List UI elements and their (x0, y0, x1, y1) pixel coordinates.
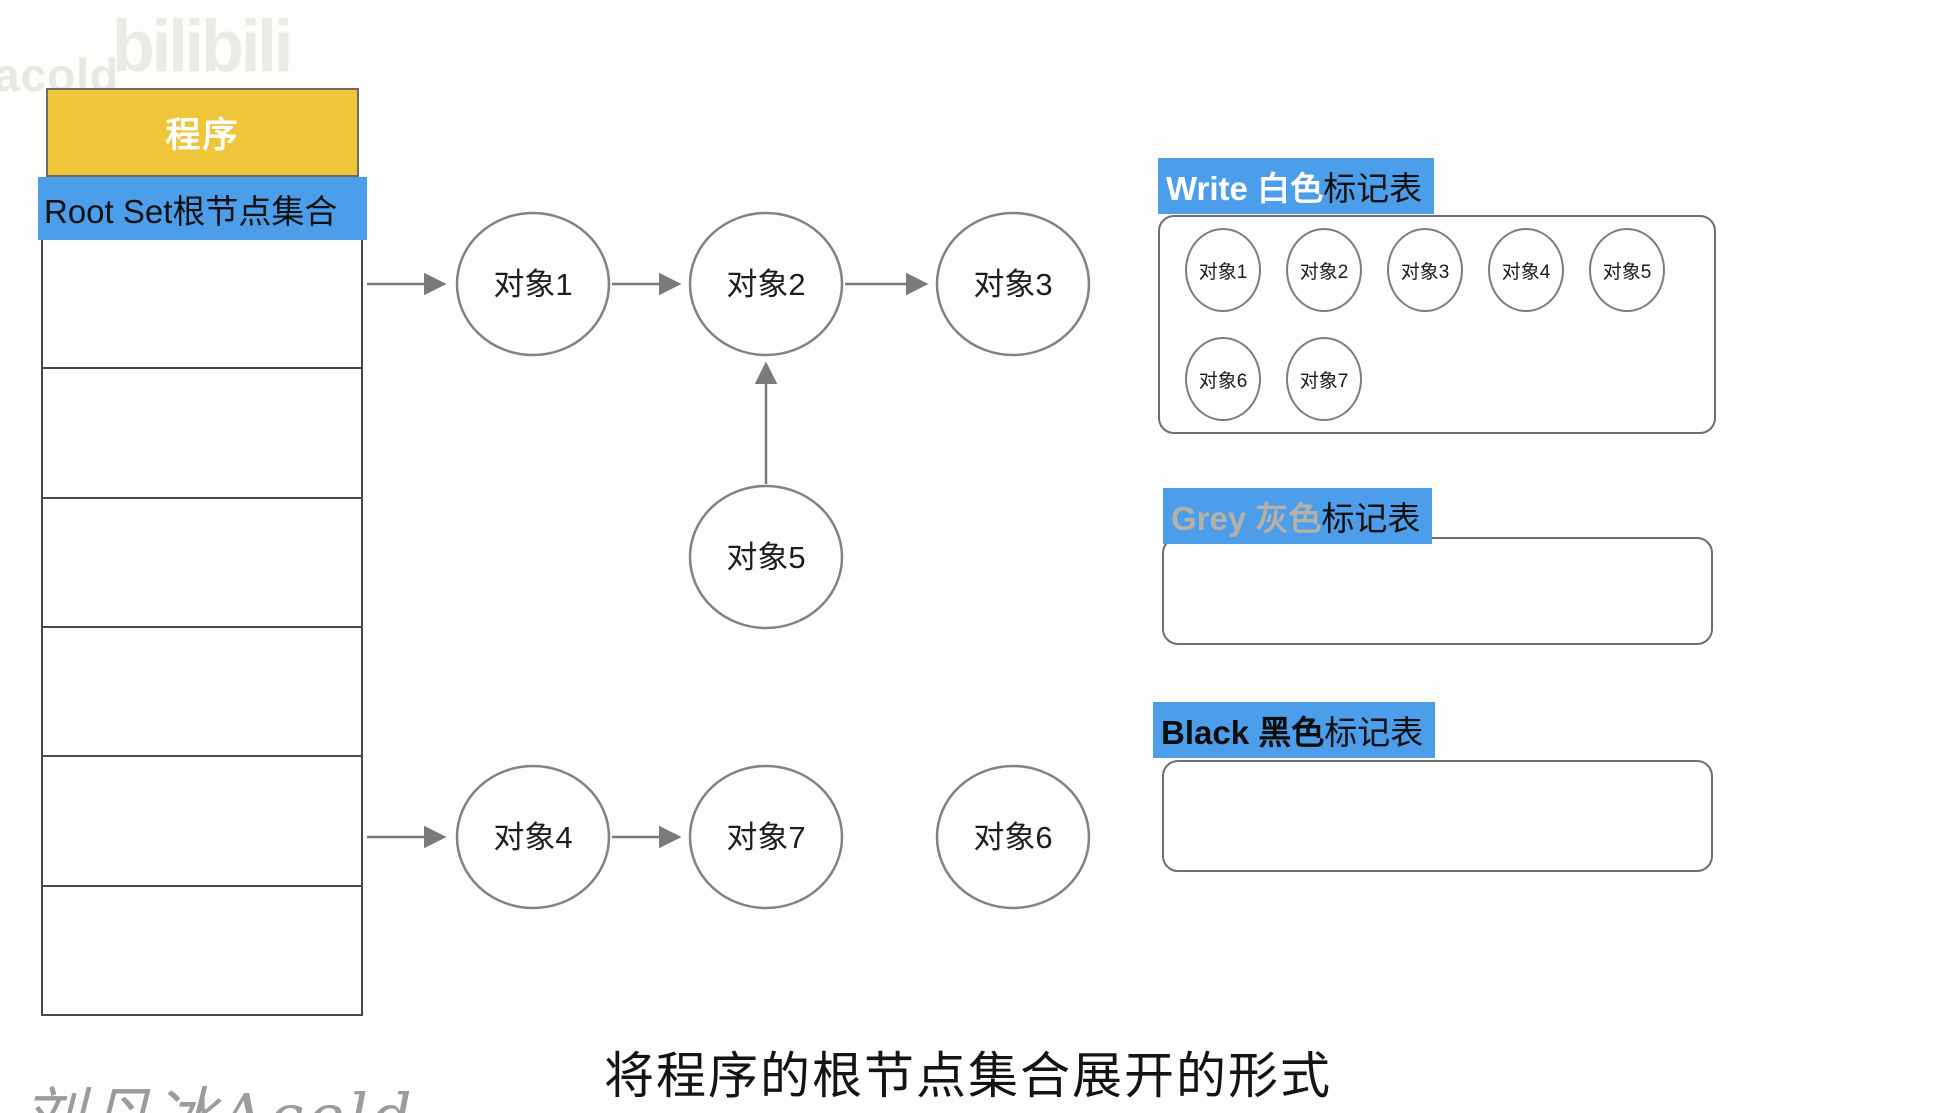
node-label: 对象3 (973, 267, 1052, 302)
white-item-label: 对象6 (1198, 370, 1248, 392)
graph-node-obj3: 对象3 (935, 211, 1091, 357)
node-label: 对象7 (726, 820, 805, 855)
white-table-item-obj3: 对象3 (1387, 228, 1463, 312)
bilibili-logo: bilibili (112, 5, 293, 87)
graph-node-obj7: 对象7 (688, 764, 844, 910)
stack-empty-cell (43, 755, 361, 884)
white-table-item-obj1: 对象1 (1185, 228, 1261, 312)
white-table-label-cn: 标记表 (1323, 170, 1423, 207)
program-stack-cells (41, 240, 363, 1016)
white-table-item-obj6: 对象6 (1185, 337, 1261, 421)
node-circle (455, 211, 611, 357)
white-table-item-obj2: 对象2 (1286, 228, 1362, 312)
node-circle (688, 484, 844, 630)
graph-node-obj6: 对象6 (935, 764, 1091, 910)
caption: 将程序的根节点集合展开的形式 (604, 1048, 1332, 1104)
stack-empty-cell (43, 884, 361, 1014)
graph-node-obj1: 对象1 (455, 211, 611, 357)
white-table-item-obj5: 对象5 (1589, 228, 1665, 312)
stack-empty-cell (43, 625, 361, 755)
white-table-item-obj4: 对象4 (1488, 228, 1564, 312)
grey-table-label-en: Grey 灰色 (1171, 500, 1322, 537)
node-label: 对象6 (973, 820, 1052, 855)
black-table-label-cn: 标记表 (1324, 714, 1424, 751)
white-table-label-en: Write 白色 (1166, 170, 1324, 207)
white-item-label: 对象3 (1400, 261, 1450, 283)
white-table-item-obj7: 对象7 (1286, 337, 1362, 421)
white-table-label: Write 白色标记表 (1158, 158, 1435, 214)
stack-empty-cell (43, 367, 361, 496)
black-table-label-en: Black 黑色 (1161, 714, 1325, 751)
black-table-label: Black 黑色标记表 (1153, 702, 1436, 758)
node-label: 对象5 (726, 540, 805, 575)
white-item-label: 对象7 (1299, 370, 1349, 392)
grey-table-box (1162, 537, 1713, 645)
node-label: 对象2 (726, 267, 805, 302)
signature-watermark: 刘丹冰Aceld (22, 1066, 416, 1113)
grey-table-label-cn: 标记表 (1321, 500, 1421, 537)
black-table-box (1162, 760, 1713, 872)
node-circle (935, 211, 1091, 357)
node-label: 对象1 (493, 267, 572, 302)
node-circle (455, 764, 611, 910)
graph-node-obj4: 对象4 (455, 764, 611, 910)
white-table-box (1158, 215, 1716, 434)
white-item-label: 对象5 (1602, 261, 1652, 283)
root-set-label: Root Set根节点集合 (38, 177, 367, 240)
grey-table-label: Grey 灰色标记表 (1163, 488, 1433, 544)
node-circle (688, 211, 844, 357)
white-item-label: 对象1 (1198, 261, 1248, 283)
node-circle (935, 764, 1091, 910)
stack-empty-cell (43, 496, 361, 626)
program-header: 程序 (46, 88, 359, 177)
node-circle (688, 764, 844, 910)
graph-node-obj5: 对象5 (688, 484, 844, 630)
graph-node-obj2: 对象2 (688, 211, 844, 357)
white-item-label: 对象2 (1299, 261, 1349, 283)
node-label: 对象4 (493, 820, 572, 855)
white-item-label: 对象4 (1501, 261, 1551, 283)
